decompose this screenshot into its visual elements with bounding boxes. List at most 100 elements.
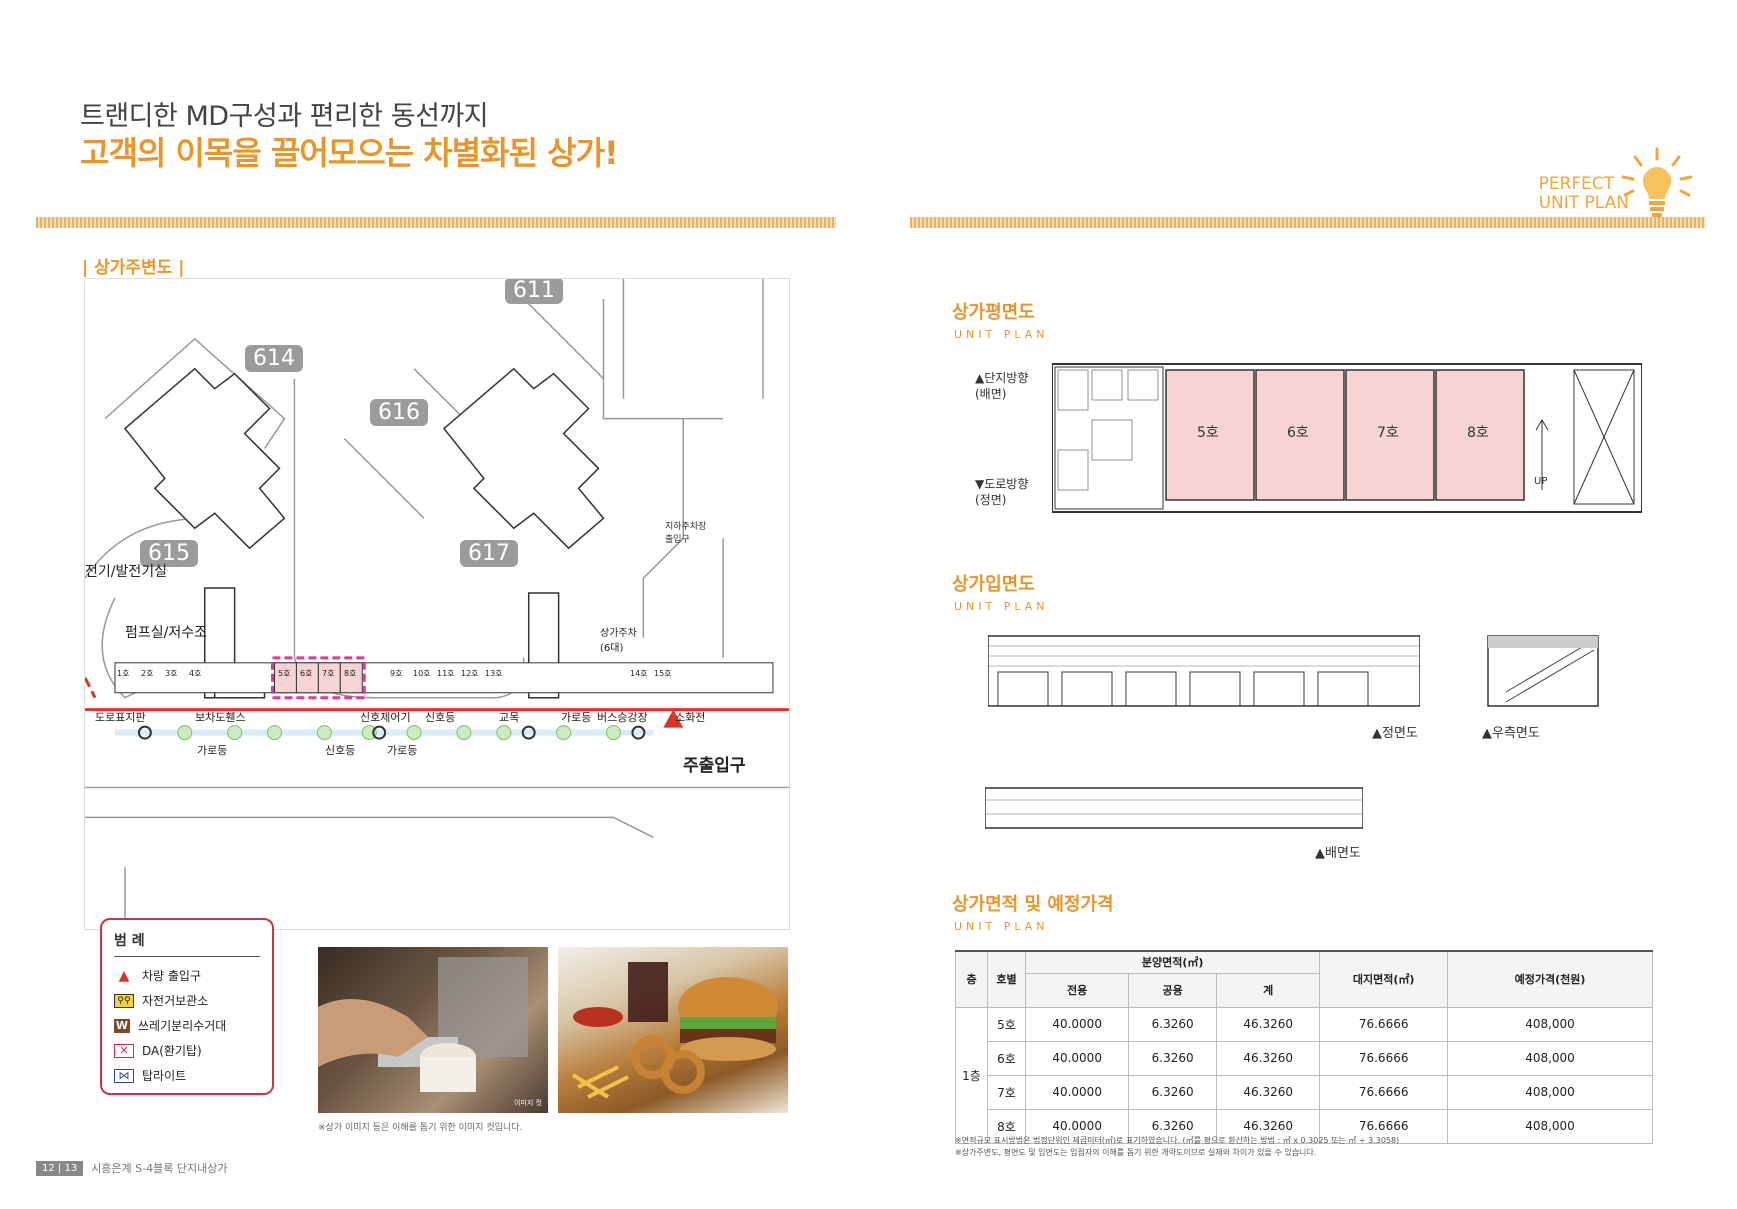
legend-label: 차량 출입구 [142, 969, 202, 983]
street-bus-stop: 버스승강장 [597, 711, 648, 724]
cell-common: 6.3260 [1128, 1040, 1218, 1076]
label-store-parking: 상가주차 (6대) [600, 628, 637, 654]
cell-land: 76.6666 [1319, 1006, 1448, 1042]
table-row: 1층 5호 40.0000 6.3260 46.3260 76.6666 408… [955, 1006, 1653, 1144]
map-legend: 범 례 ▲ 차량 출입구 ⚲⚲ 자전거보관소 W 쓰레기분리수거대 ✕ DA(환… [100, 918, 274, 1095]
legend-item-waste: W 쓰레기분리수거대 [114, 1017, 260, 1034]
price-title: 상가면적 및 예정가격 [952, 894, 1114, 915]
cell-total: 46.3260 [1216, 1108, 1321, 1144]
street-signal-lower: 신호등 [325, 744, 356, 757]
th-common: 공용 [1128, 972, 1218, 1008]
badge-line2: UNIT PLAN [1538, 193, 1629, 213]
th-floor: 층 [955, 950, 988, 1008]
cell-price: 408,000 [1447, 1006, 1653, 1042]
plan-bottom-direction: ▼도로방향 (정면) [975, 477, 1029, 507]
street-hydrant: 소화전 [675, 711, 706, 724]
divider-right [910, 217, 1705, 228]
toplight-icon: ⋈ [114, 1068, 134, 1083]
floor-plan-drawing [1052, 363, 1642, 513]
unit-11: 11호 [437, 669, 455, 678]
photo-tag: 이미지 컷 [514, 1099, 542, 1107]
burger-illustration [571, 962, 778, 1099]
street-fence: 보차도휀스 [195, 711, 246, 724]
plan-top-direction: ▲단지방향 (배면) [975, 371, 1029, 401]
plan-unit-6: 6호 [1287, 425, 1309, 441]
street-signal: 신호등 [425, 711, 456, 724]
street-signal-ctrl: 신호제어기 [360, 711, 411, 724]
street-tree: 교목 [499, 711, 520, 724]
photo-caption: ※상가 이미지 등은 이해를 돕기 위한 이미지 컷입니다. [318, 1123, 523, 1133]
unit-1: 1호 [117, 669, 130, 678]
cell-exclusive: 40.0000 [1024, 1108, 1130, 1144]
street-sign: 도로표지판 [95, 711, 146, 724]
street-light-lower-1: 가로등 [197, 744, 228, 757]
building-615: 615 [140, 540, 198, 567]
badge-line1: PERFECT [1538, 174, 1615, 194]
rear-elevation-drawing [985, 787, 1363, 829]
legend-label: 탑라이트 [142, 1069, 187, 1083]
coffee-illustration [318, 957, 528, 1092]
street-light: 가로등 [561, 711, 592, 724]
label-main-entrance: 주출입구 [683, 756, 746, 776]
site-map-drawing [85, 279, 789, 929]
perfect-badge: PERFECT UNIT PLAN [1539, 175, 1629, 213]
price-note-2: ※상가주변도, 평면도 및 입면도는 입점자의 이해를 돕기 위한 개략도이므로… [955, 1148, 1317, 1157]
cell-floor: 1층 [955, 1006, 988, 1144]
cell-exclusive: 40.0000 [1024, 1006, 1130, 1042]
cell-common: 6.3260 [1128, 1074, 1218, 1110]
cell-price: 408,000 [1447, 1040, 1653, 1076]
page-footer: 12 | 13 시흥은계 S-4블록 단지내상가 [36, 1160, 227, 1176]
th-unit: 호별 [987, 950, 1026, 1008]
cell-exclusive: 40.0000 [1024, 1074, 1130, 1110]
cell-unit: 7호 [987, 1074, 1026, 1110]
burger-photo [558, 947, 788, 1113]
label-elec-room: 전기/발전기실 [85, 564, 167, 580]
legend-item-bike: ⚲⚲ 자전거보관소 [114, 992, 260, 1009]
unit-15: 15호 [654, 669, 672, 678]
cell-common: 6.3260 [1128, 1006, 1218, 1042]
headline-line1: 트랜디한 MD구성과 편리한 동선까지 [80, 101, 489, 132]
plan-title: 상가평면도 [952, 302, 1035, 323]
price-subtitle: UNIT PLAN [954, 920, 1049, 933]
divider-left [36, 217, 836, 228]
legend-label: DA(환기탑) [142, 1044, 202, 1058]
site-map-title: | 상가주변도 | [82, 258, 185, 278]
cell-total: 46.3260 [1216, 1040, 1321, 1076]
cell-exclusive: 40.0000 [1024, 1040, 1130, 1076]
unit-13: 13호 [485, 669, 503, 678]
plan-unit-7: 7호 [1377, 425, 1399, 441]
table-row: 7호 40.0000 6.3260 46.3260 76.6666 408,00… [956, 1074, 1653, 1110]
plan-unit-5: 5호 [1197, 425, 1219, 441]
right-elevation-drawing [1487, 635, 1599, 707]
cell-unit: 5호 [987, 1006, 1026, 1042]
unit-7: 7호 [322, 669, 335, 678]
legend-item-toplight: ⋈ 탑라이트 [114, 1067, 260, 1084]
unit-14: 14호 [630, 669, 648, 678]
price-table: 층 호별 분양면적(㎡) 대지면적(㎡) 예정가격(천원) 전용 공용 계 1층… [955, 950, 1653, 1144]
label-underground-entry: 지하주차장 출입구 [665, 522, 707, 545]
unit-2: 2호 [141, 669, 154, 678]
unit-10: 10호 [413, 669, 431, 678]
unit-4: 4호 [189, 669, 202, 678]
cell-total: 46.3260 [1216, 1006, 1321, 1042]
th-land: 대지면적(㎡) [1319, 950, 1448, 1008]
footer-text: 시흥은계 S-4블록 단지내상가 [91, 1162, 228, 1175]
cell-common: 6.3260 [1128, 1108, 1218, 1144]
right-elevation-label: ▲우측면도 [1482, 726, 1540, 741]
unit-12: 12호 [461, 669, 479, 678]
front-elevation-label: ▲정면도 [1372, 726, 1418, 741]
price-note-1: ※면적규모 표시방법은 법정단위인 제곱미터(㎡)로 표기하였습니다. (㎡를 … [955, 1136, 1400, 1145]
table-row: 8호 40.0000 6.3260 46.3260 76.6666 408,00… [956, 1108, 1653, 1144]
cell-land: 76.6666 [1319, 1074, 1448, 1110]
unit-8: 8호 [344, 669, 357, 678]
legend-item-da: ✕ DA(환기탑) [114, 1042, 260, 1059]
unit-9: 9호 [390, 669, 403, 678]
unit-6: 6호 [300, 669, 313, 678]
cell-price: 408,000 [1447, 1074, 1653, 1110]
elevation-subtitle: UNIT PLAN [954, 600, 1049, 613]
lightbulb-icon [1621, 147, 1693, 217]
cell-unit: 8호 [987, 1108, 1026, 1144]
bicycle-icon: ⚲⚲ [114, 993, 134, 1008]
rear-elevation-label: ▲배면도 [1315, 846, 1361, 861]
plan-subtitle: UNIT PLAN [954, 328, 1049, 341]
